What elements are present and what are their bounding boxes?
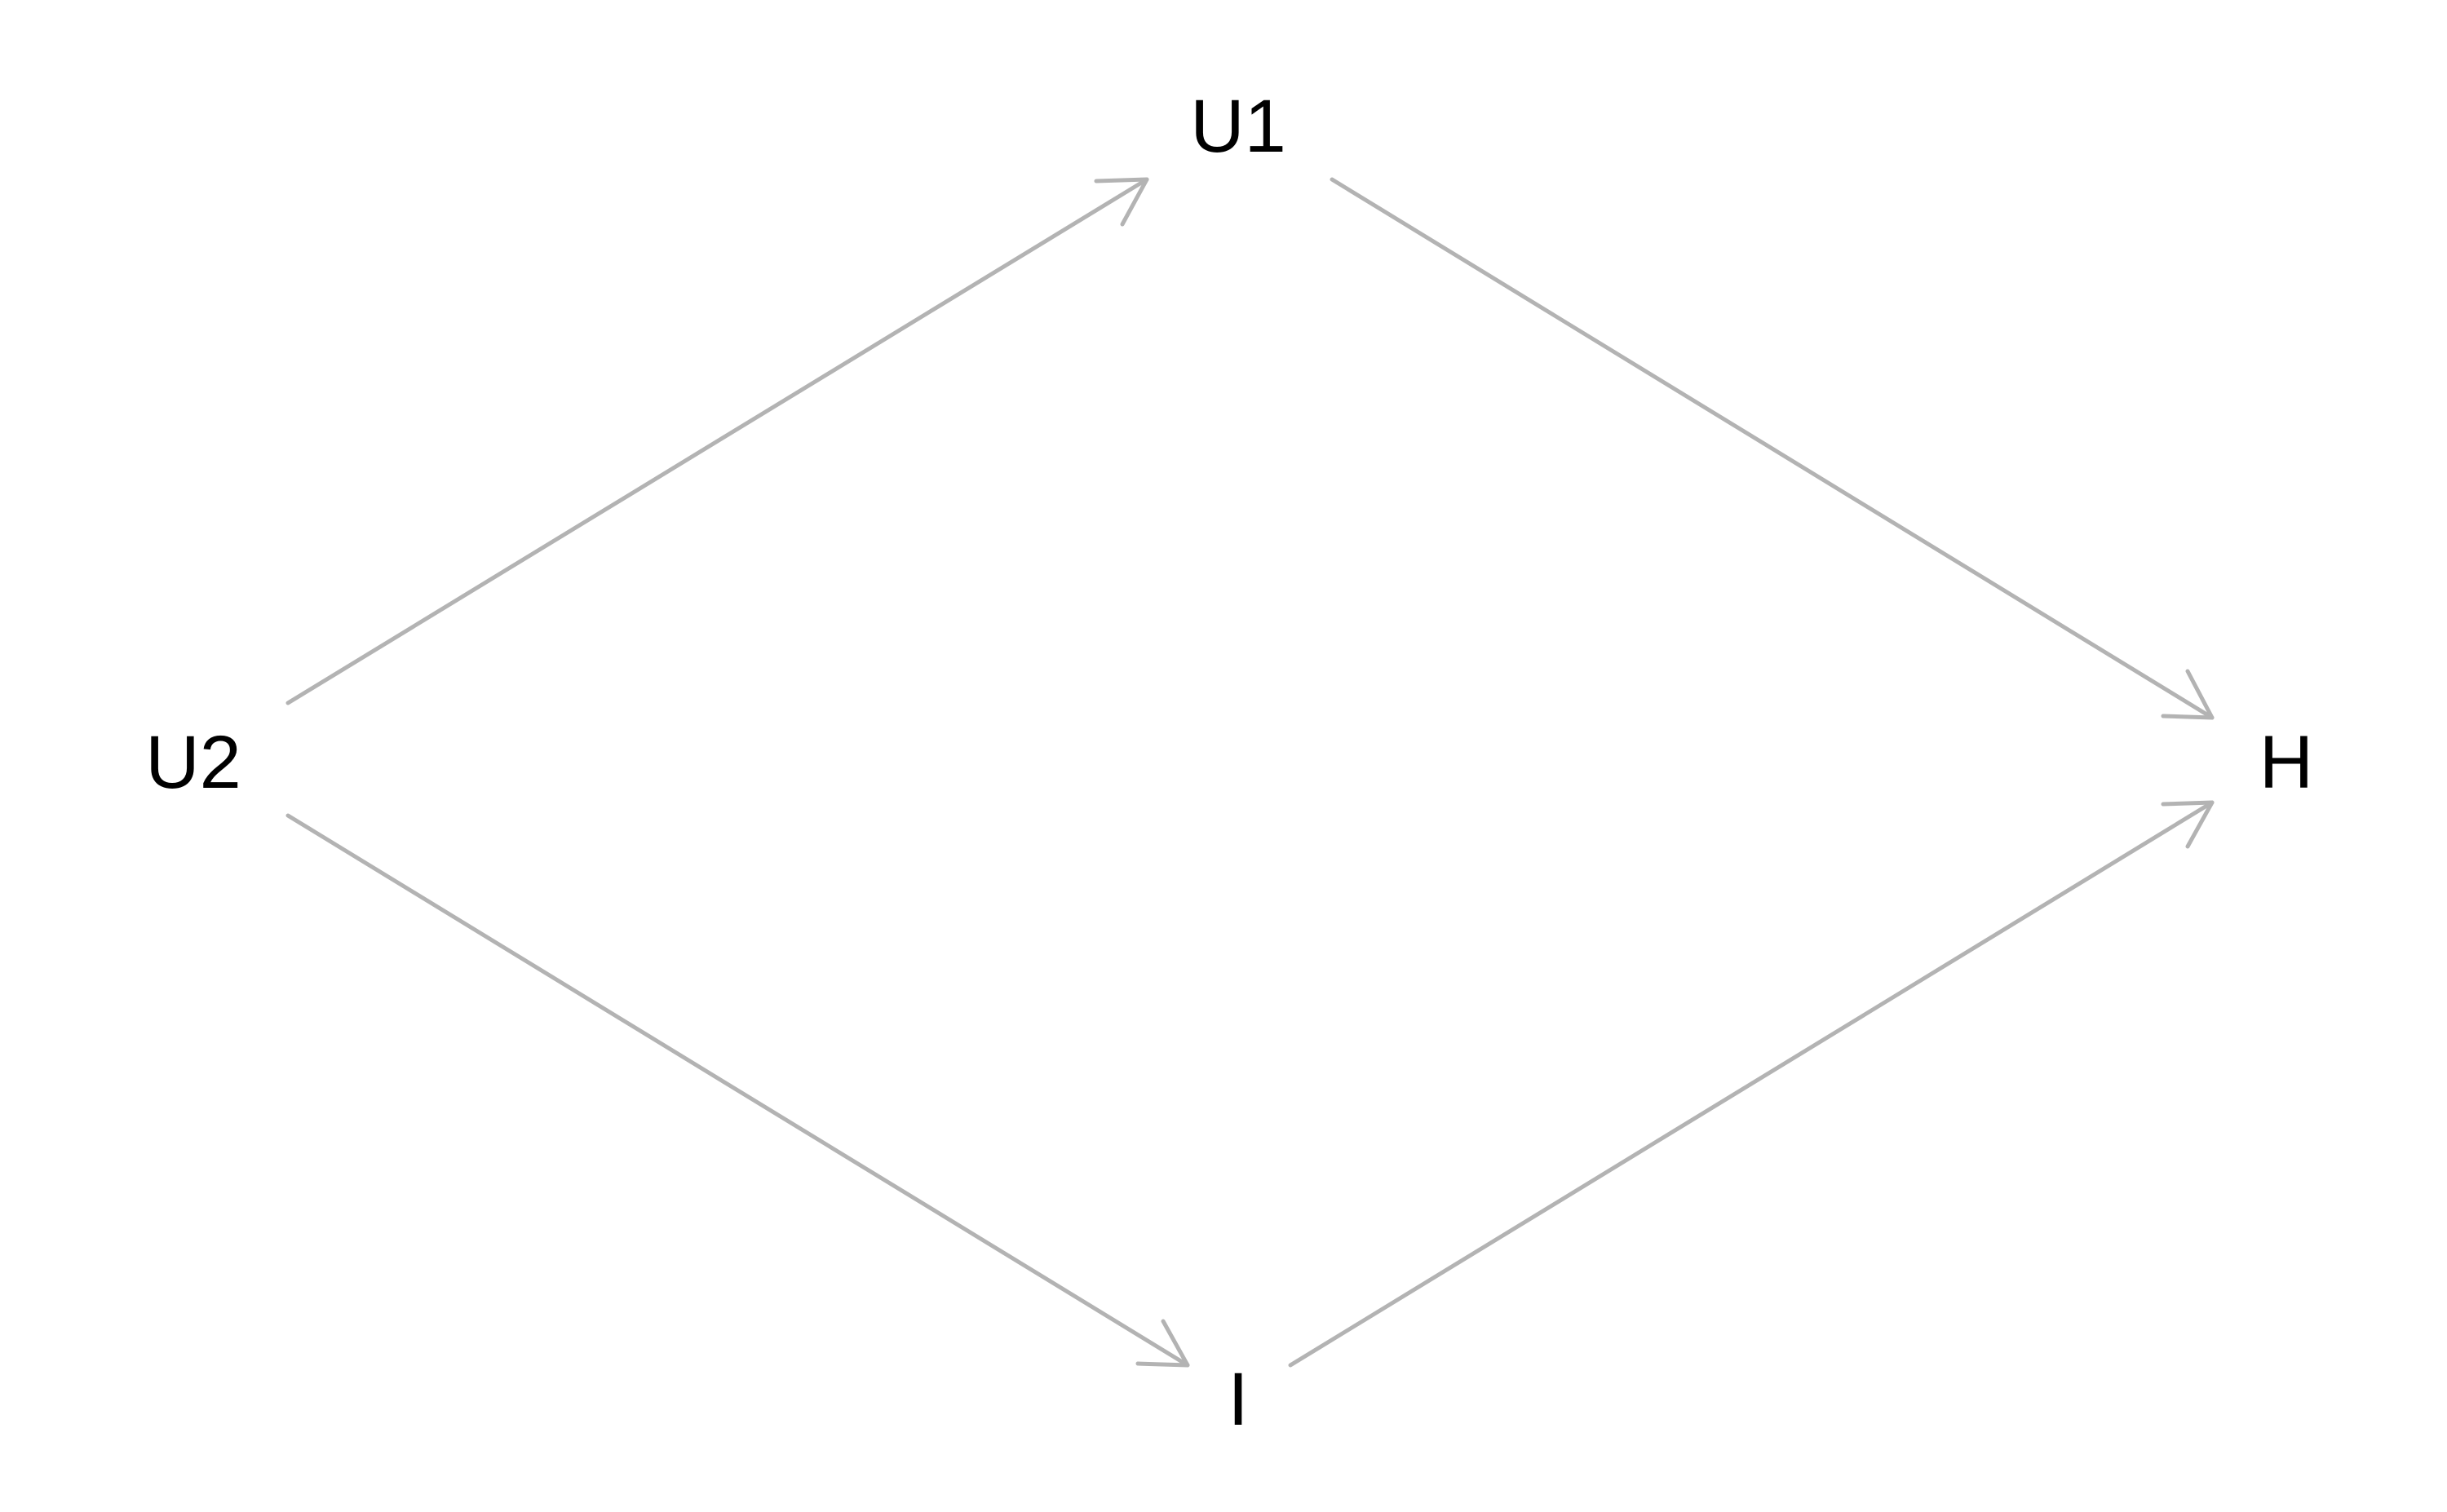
- edge-i-h-line: [1288, 800, 2215, 1368]
- edge-u1-h-arrowhead: [2161, 669, 2215, 720]
- edge-u2-i-arrowhead: [1135, 1319, 1190, 1368]
- node-u1-label: U1: [1190, 85, 1286, 168]
- node-u2-label: U2: [145, 721, 241, 804]
- node-h-label: H: [2259, 721, 2313, 804]
- edge-u1-h: [1330, 177, 2215, 720]
- edge-i-h-arrowhead: [2161, 800, 2215, 849]
- edge-u1-h-line: [1330, 177, 2215, 720]
- edge-i-h: [1288, 800, 2215, 1368]
- node-i-label: I: [1228, 1358, 1249, 1441]
- edge-u2-u1: [285, 177, 1149, 705]
- edge-u2-u1-arrowhead: [1094, 177, 1149, 227]
- edge-u2-i-line: [285, 813, 1190, 1368]
- edge-u2-i: [285, 813, 1190, 1368]
- edge-u2-u1-line: [285, 177, 1149, 705]
